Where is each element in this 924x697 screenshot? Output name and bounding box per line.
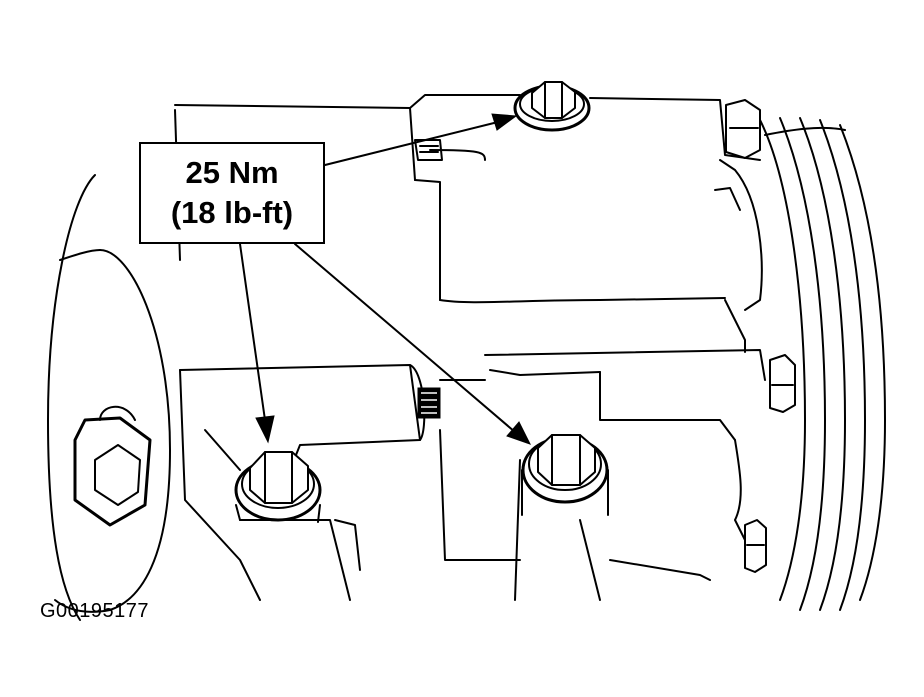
side-bolt-lower [744, 519, 767, 573]
upper-stud [414, 139, 443, 161]
lower-stud [417, 387, 441, 419]
side-bolt-middle [769, 354, 796, 413]
torque-metric-label: 25 Nm [185, 155, 279, 190]
leader-arrows [239, 113, 531, 445]
left-flange-bolt [234, 451, 322, 523]
figure-id-label: G00195177 [40, 600, 150, 622]
pump-pulley [759, 117, 886, 611]
right-flange-bolt [521, 434, 609, 516]
torque-imperial-label: (18 lb-ft) [170, 195, 294, 230]
torque-callout-box: 25 Nm (18 lb-ft) [139, 142, 325, 244]
side-bolt-upper [725, 99, 761, 159]
top-flange-bolt [513, 81, 591, 132]
left-pulley [47, 174, 171, 621]
